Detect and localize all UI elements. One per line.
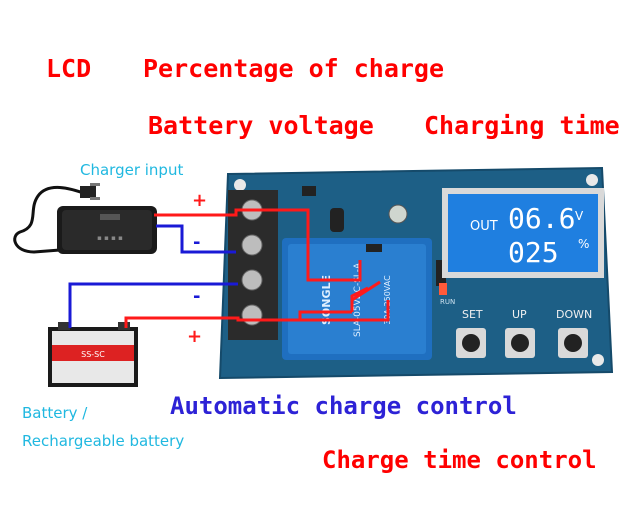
lcd-percent-unit: % [578, 237, 589, 251]
down-button-label: DOWN [556, 308, 592, 321]
wiring-diagram [68, 208, 390, 328]
caption-charge-time-control: Charge time control [322, 446, 597, 474]
run-led-label: RUN [440, 298, 455, 306]
caption-battery-voltage: Battery voltage [148, 111, 374, 140]
lcd-voltage-unit: V [575, 209, 584, 223]
svg-text:▪ ▪ ▪ ▪: ▪ ▪ ▪ ▪ [97, 234, 123, 242]
battery-plus-sign: + [187, 326, 202, 347]
caption-charging-time: Charging time [424, 111, 620, 140]
up-button [505, 328, 535, 358]
caption-percentage: Percentage of charge [143, 54, 445, 83]
battery-minus-sign: - [193, 286, 200, 307]
relay-brand-label: SONGLE [320, 275, 333, 325]
battery-image: SS-SC [48, 322, 138, 387]
caption-charger-input: Charger input [80, 161, 184, 179]
charger-plus-sign: + [192, 190, 207, 211]
set-button-label: SET [462, 308, 483, 321]
caption-lcd: LCD [46, 54, 92, 83]
lcd-voltage-value: 06.6 [508, 202, 575, 235]
caption-battery-line2: Rechargeable battery [22, 432, 185, 450]
down-button [558, 328, 588, 358]
caption-automatic-charge: Automatic charge control [170, 392, 517, 420]
charger-minus-sign: - [193, 232, 200, 253]
relay-model-label: SLA-05VDC-SL-A [353, 262, 363, 337]
svg-text:SS-SC: SS-SC [81, 350, 105, 359]
caption-battery-line1: Battery / [22, 404, 88, 422]
relay-rating-label: 30A 250VAC [383, 275, 392, 325]
up-button-label: UP [512, 308, 527, 321]
pcb-board: SONGLE SLA-05VDC-SL-A 30A 250VAC OUT 06.… [218, 166, 614, 380]
lcd-percent-value: 025 [508, 236, 559, 269]
lcd-mode-label: OUT [470, 219, 498, 234]
charger-adapter-image: ▪ ▪ ▪ ▪ [13, 183, 157, 254]
set-button [456, 328, 486, 358]
